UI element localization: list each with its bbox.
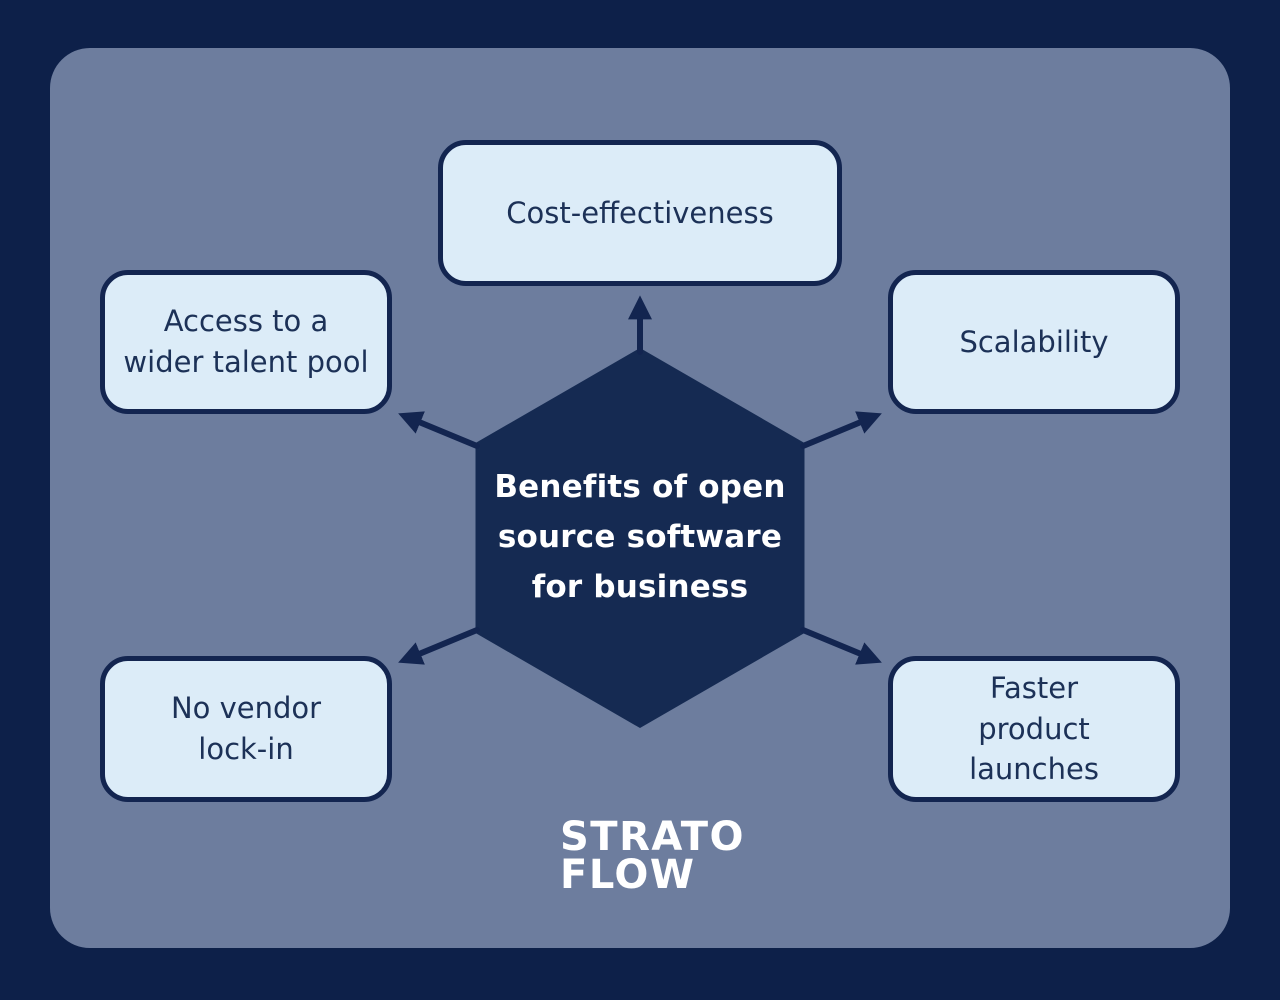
node-label: Faster product launches xyxy=(969,671,1099,787)
node-no-vendor-lock-in: No vendor lock-in xyxy=(100,656,392,802)
arrow-to-scalability xyxy=(800,411,882,449)
stratoflow-logo: STRATO FLOW xyxy=(560,814,746,898)
arrow-to-vendor xyxy=(398,627,480,665)
node-access-talent-pool: Access to a wider talent pool xyxy=(100,270,392,414)
center-hexagon xyxy=(475,348,805,728)
center-title: Benefits of open source software for bus… xyxy=(494,469,786,605)
node-scalability: Scalability xyxy=(888,270,1180,414)
node-label: No vendor lock-in xyxy=(170,691,322,766)
logo-line-flow: FLOW xyxy=(560,852,696,898)
arrow-to-talent xyxy=(398,411,480,449)
logo-line-strato: STRATO xyxy=(560,814,746,860)
node-cost-effectiveness: Cost-effectiveness xyxy=(438,140,842,286)
node-label: Cost-effectiveness xyxy=(506,195,774,230)
node-faster-product-launches: Faster product launches xyxy=(888,656,1180,802)
node-label: Access to a wider talent pool xyxy=(123,304,369,379)
arrow-to-launches xyxy=(800,627,882,665)
node-label: Scalability xyxy=(959,324,1109,359)
